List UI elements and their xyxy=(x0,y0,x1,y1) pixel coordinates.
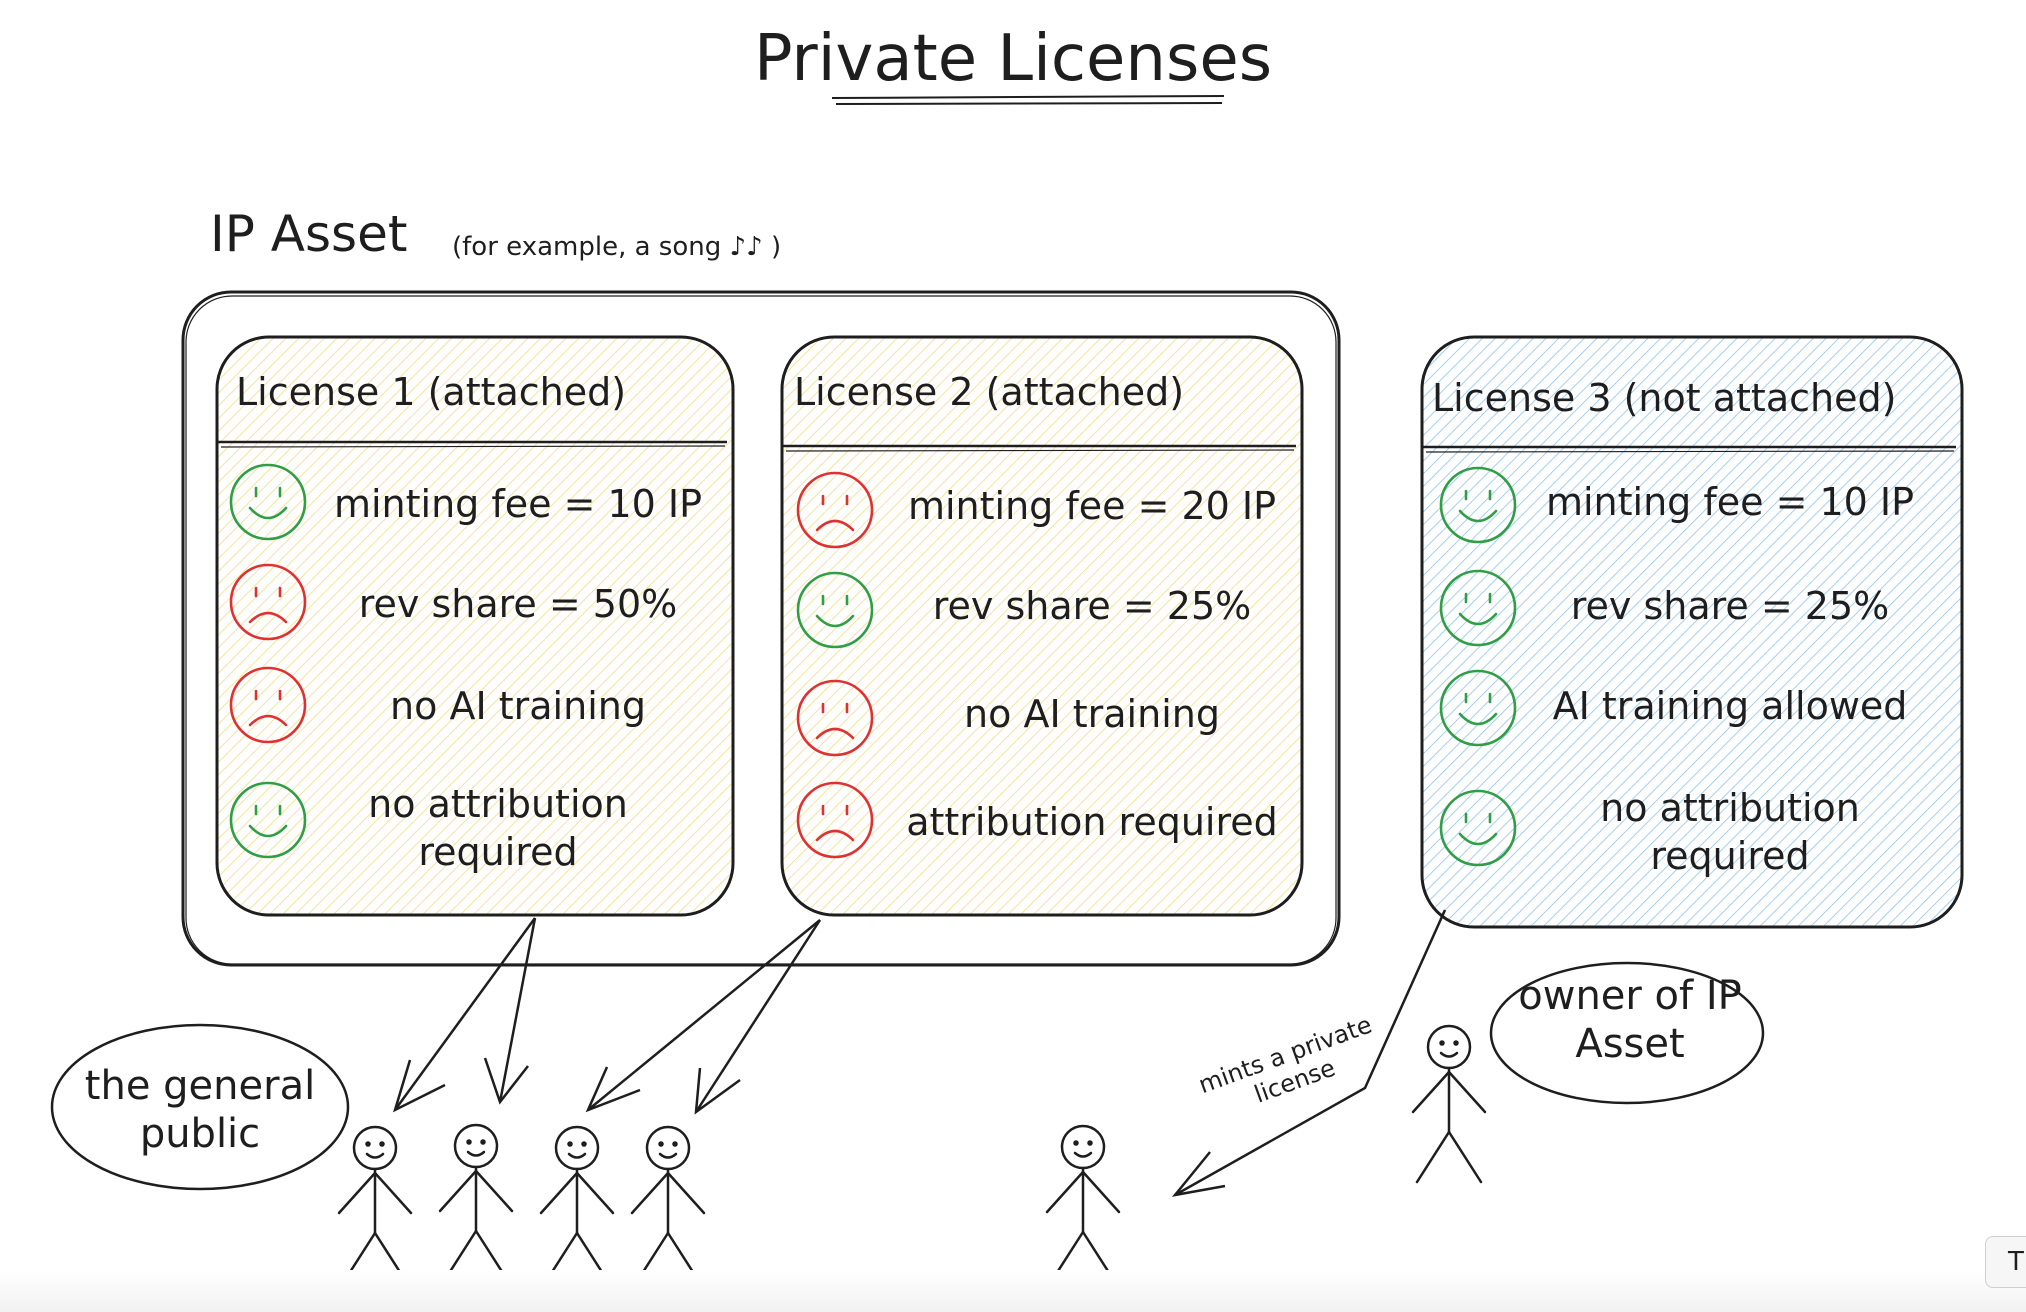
bottom-bar xyxy=(0,1270,2026,1312)
license-card-1 xyxy=(215,335,735,917)
smiley-face-icon xyxy=(796,571,874,649)
frowny-face-icon xyxy=(796,781,874,859)
person-owner xyxy=(1411,1024,1487,1184)
ip-asset-sublabel: (for example, a song ♪♪ ) xyxy=(452,232,782,262)
license-card-3 xyxy=(1420,335,1964,929)
arrow-license1-b xyxy=(483,917,537,1105)
frowny-face-icon xyxy=(229,666,307,744)
person-licensee xyxy=(1045,1124,1121,1284)
arrow-license1-a xyxy=(392,917,537,1113)
smiley-face-icon xyxy=(1439,569,1517,647)
license-card-2 xyxy=(780,335,1304,917)
license-1-item-1: minting fee = 10 IP xyxy=(333,482,703,526)
frowny-face-icon xyxy=(796,679,874,757)
license-2-item-3: no AI training xyxy=(964,692,1220,736)
arrow-license2-a xyxy=(585,919,821,1113)
license-1-item-2: rev share = 50% xyxy=(358,582,678,626)
person-public-4 xyxy=(630,1125,706,1285)
license-3-item-3: AI training allowed xyxy=(1552,684,1908,728)
license-cards xyxy=(215,335,1964,929)
license-3-title: License 3 (not attached) xyxy=(1432,376,1897,420)
license-1-title: License 1 (attached) xyxy=(236,370,627,414)
person-public-3 xyxy=(539,1125,615,1285)
license-2-item-1: minting fee = 20 IP xyxy=(907,484,1277,528)
smiley-face-icon xyxy=(1439,789,1517,867)
owner-ellipse xyxy=(1489,961,1765,1105)
ip-asset-label: IP Asset xyxy=(210,205,408,263)
license-3-item-2: rev share = 25% xyxy=(1570,584,1890,628)
title-underline xyxy=(831,95,1225,105)
license-1-item-3: no AI training xyxy=(390,684,646,728)
toolbar-tab-button[interactable]: T xyxy=(1985,1236,2026,1288)
smiley-face-icon xyxy=(1439,466,1517,544)
arrow-license2-b xyxy=(694,919,822,1115)
person-public-2 xyxy=(438,1123,514,1283)
frowny-face-icon xyxy=(229,563,307,641)
license-2-item-4: attribution required xyxy=(906,800,1278,844)
license-2-title: License 2 (attached) xyxy=(794,370,1185,414)
frowny-face-icon xyxy=(796,471,874,549)
person-public-1 xyxy=(337,1125,413,1285)
license-2-item-2: rev share = 25% xyxy=(932,584,1252,628)
license-3-item-1: minting fee = 10 IP xyxy=(1545,480,1915,524)
owner-label: owner of IP Asset xyxy=(1518,973,1742,1067)
smiley-face-icon xyxy=(229,463,307,541)
license-3-item-4: no attribution required xyxy=(1600,786,1860,878)
smiley-face-icon xyxy=(229,781,307,859)
general-public-label: the general public xyxy=(84,1063,316,1157)
smiley-face-icon xyxy=(1439,669,1517,747)
license-1-item-4: no attribution required xyxy=(368,782,628,874)
ip-asset-container xyxy=(181,290,1341,967)
page-title: Private Licenses xyxy=(753,22,1273,96)
arrows xyxy=(392,909,1447,1197)
general-public-ellipse xyxy=(50,1023,350,1191)
arrow-license3-mint xyxy=(1171,909,1447,1197)
